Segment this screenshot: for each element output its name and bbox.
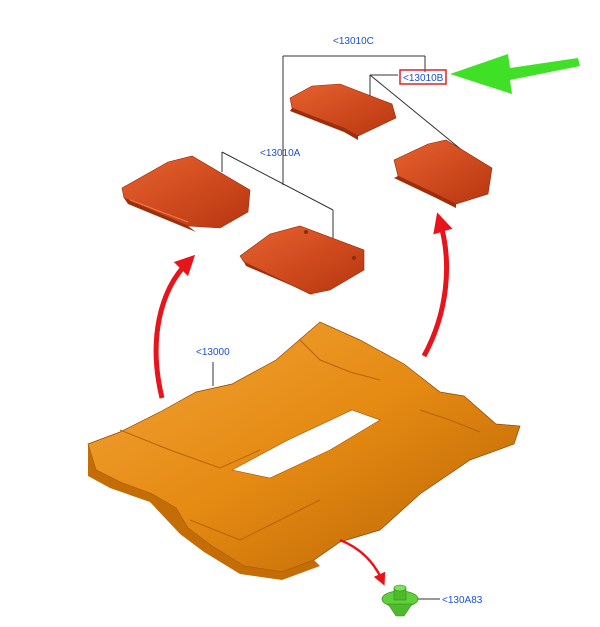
retainer-clip[interactable] [381,584,419,617]
label-mat-set[interactable]: <13010C [333,36,374,47]
front-mat-left[interactable] [121,155,251,232]
part-labels: <13010C <13010B <13010A <13000 <130A83 [196,36,483,606]
label-front-mats[interactable]: <13010A [260,148,301,159]
label-retainer-clip[interactable]: <130A83 [442,595,483,606]
rear-mat-left[interactable] [289,83,397,140]
front-mat-right[interactable] [239,225,365,296]
curved-arrows [153,212,453,586]
highlight-box [399,69,447,85]
label-rear-mats[interactable]: <13010B [403,73,444,84]
rear-mat-right[interactable] [393,139,493,208]
pointer-arrow [450,54,580,94]
floor-carpet[interactable] [87,321,521,580]
label-floor-carpet[interactable]: <13000 [196,347,230,358]
